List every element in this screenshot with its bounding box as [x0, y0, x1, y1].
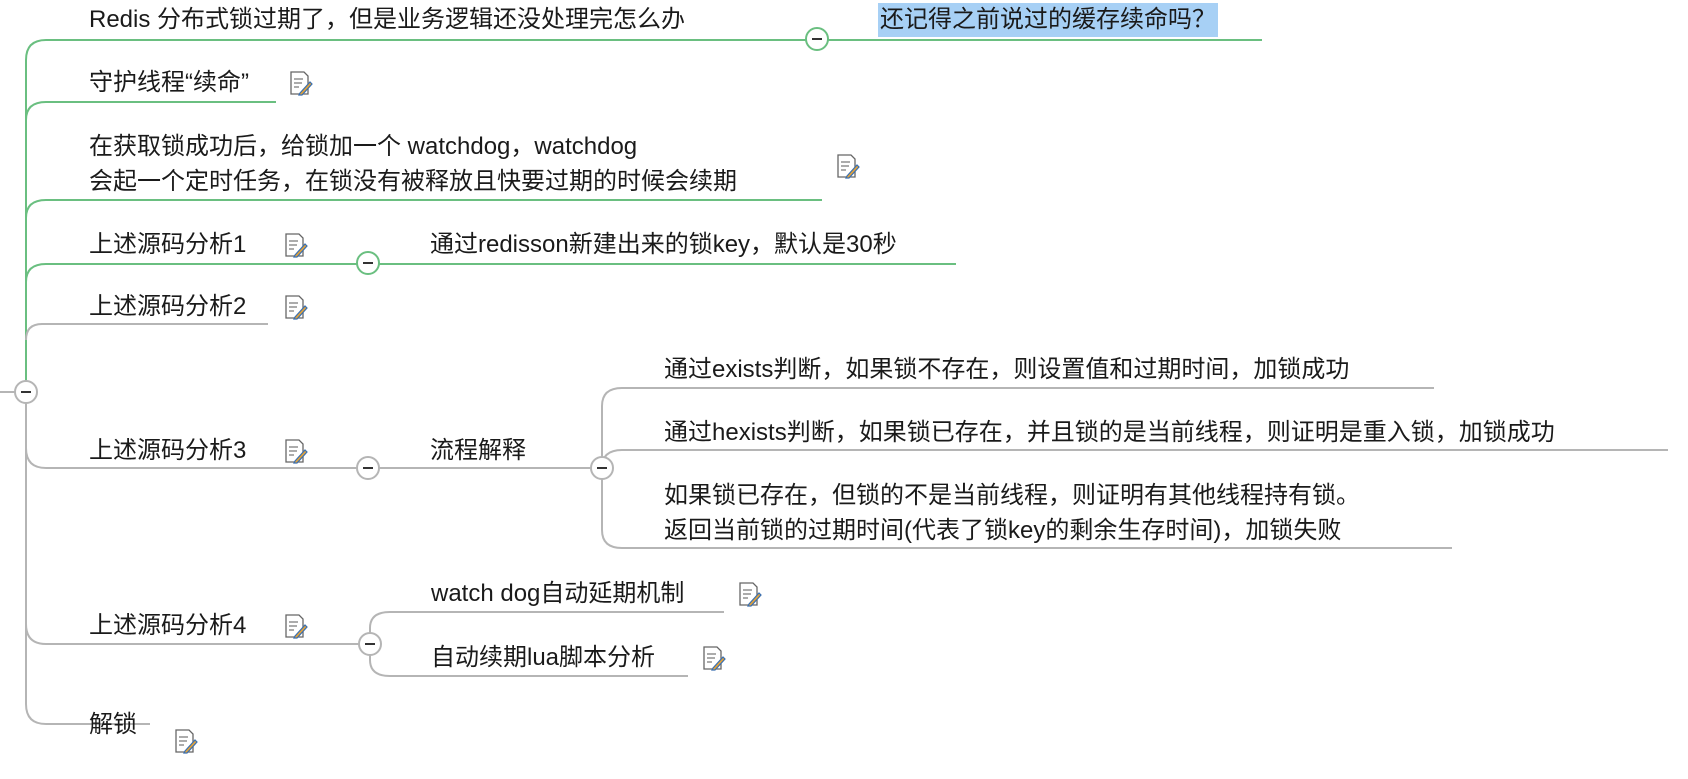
topic1-child-label: 还记得之前说过的缓存续命吗？ — [878, 3, 1218, 37]
topic6-collapse-button[interactable] — [356, 456, 380, 480]
note-pencil-icon[interactable] — [282, 294, 308, 320]
topic3-line1: 在获取锁成功后，给锁加一个 watchdog，watchdog — [89, 133, 638, 160]
topic6-node[interactable]: 上述源码分析3 — [89, 434, 246, 468]
topic5-node[interactable]: 上述源码分析2 — [89, 290, 246, 324]
topic6-step3-line1: 如果锁已存在，但锁的不是当前线程，则证明有其他线程持有锁。 — [664, 482, 1360, 509]
topic7-child2-label: 自动续期lua脚本分析 — [431, 644, 656, 671]
trunk-gray — [0, 323, 268, 725]
note-pencil-icon[interactable] — [834, 153, 860, 179]
root-collapse-button[interactable] — [14, 380, 38, 404]
topic6-step2-label: 通过hexists判断，如果锁已存在，并且锁的是当前线程，则证明是重入锁，加锁成… — [664, 419, 1555, 446]
topic3-line2: 会起一个定时任务，在锁没有被释放且快要过期的时候会续期 — [89, 168, 737, 195]
note-pencil-icon[interactable] — [282, 438, 308, 464]
topic2-label: 守护线程“续命” — [89, 69, 249, 96]
topic7-node[interactable]: 上述源码分析4 — [89, 609, 246, 643]
topic6-step1-node[interactable]: 通过exists判断，如果锁不存在，则设置值和过期时间，加锁成功 — [664, 353, 1349, 387]
note-pencil-icon[interactable] — [172, 728, 198, 754]
note-pencil-icon[interactable] — [282, 232, 308, 258]
topic6-step3-line2: 返回当前锁的过期时间(代表了锁key的剩余生存时间)，加锁失败 — [664, 517, 1342, 544]
branch-topic2 — [25, 101, 276, 121]
topic6-step1-label: 通过exists判断，如果锁不存在，则设置值和过期时间，加锁成功 — [664, 356, 1350, 383]
topic6-child-collapse-button[interactable] — [590, 456, 614, 480]
note-pencil-icon[interactable] — [282, 613, 308, 639]
topic1-label: Redis 分布式锁过期了，但是业务逻辑还没处理完怎么办 — [89, 6, 686, 33]
topic8-node[interactable]: 解锁 — [89, 708, 137, 742]
topic4-child-node[interactable]: 通过redisson新建出来的锁key，默认是30秒 — [430, 228, 897, 262]
topic5-label: 上述源码分析2 — [89, 293, 247, 320]
branch-topic6 — [25, 447, 602, 469]
note-pencil-icon[interactable] — [736, 581, 762, 607]
topic7-child1-label: watch dog自动延期机制 — [431, 580, 685, 607]
topic7-child2-node[interactable]: 自动续期lua脚本分析 — [431, 641, 655, 675]
topic3-node[interactable]: 在获取锁成功后，给锁加一个 watchdog，watchdog 会起一个定时任务… — [89, 129, 737, 199]
topic6-label: 上述源码分析3 — [89, 437, 247, 464]
topic4-label: 上述源码分析1 — [89, 231, 247, 258]
branch-topic4 — [25, 263, 956, 283]
trunk-green — [25, 39, 1262, 388]
branch-topic3 — [25, 199, 822, 219]
topic1-node[interactable]: Redis 分布式锁过期了，但是业务逻辑还没处理完怎么办 — [89, 3, 685, 37]
topic7-collapse-button[interactable] — [358, 632, 382, 656]
topic8-label: 解锁 — [89, 711, 137, 738]
topic4-node[interactable]: 上述源码分析1 — [89, 228, 246, 262]
topic7-child1-node[interactable]: watch dog自动延期机制 — [431, 577, 684, 611]
topic1-child-node[interactable]: 还记得之前说过的缓存续命吗？ — [878, 3, 1218, 37]
topic6-step2-node[interactable]: 通过hexists判断，如果锁已存在，并且锁的是当前线程，则证明是重入锁，加锁成… — [664, 416, 1555, 450]
note-pencil-icon[interactable] — [287, 70, 313, 96]
branch-topic7 — [25, 611, 724, 677]
topic4-child-label: 通过redisson新建出来的锁key，默认是30秒 — [430, 231, 897, 258]
topic6-child-label: 流程解释 — [430, 437, 526, 464]
topic2-node[interactable]: 守护线程“续命” — [89, 66, 249, 100]
topic6-child-node[interactable]: 流程解释 — [430, 434, 526, 468]
topic4-collapse-button[interactable] — [356, 251, 380, 275]
topic7-label: 上述源码分析4 — [89, 612, 247, 639]
note-pencil-icon[interactable] — [700, 645, 726, 671]
topic1-collapse-button[interactable] — [805, 27, 829, 51]
topic6-step3-node[interactable]: 如果锁已存在，但锁的不是当前线程，则证明有其他线程持有锁。 返回当前锁的过期时间… — [664, 478, 1360, 548]
